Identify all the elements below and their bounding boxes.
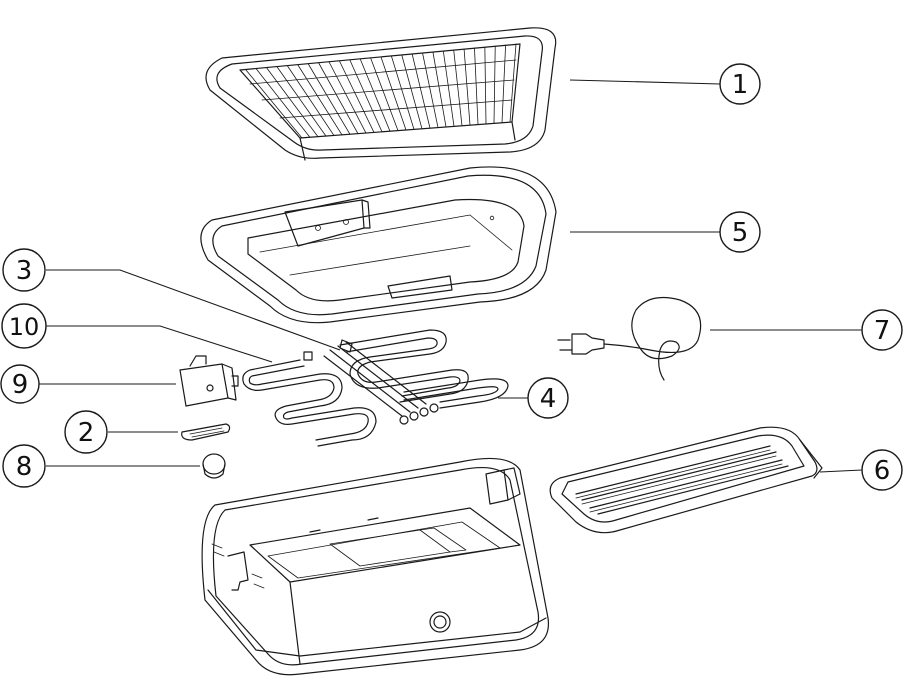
rack-wire <box>401 54 423 130</box>
leader-6 <box>819 469 863 473</box>
rack-wire <box>411 53 431 129</box>
callout-6: 6 <box>861 449 903 491</box>
callout-2: 2 <box>64 410 108 454</box>
rack-wire <box>276 66 327 137</box>
callout-5-label: 5 <box>732 218 749 248</box>
rack-wire <box>328 61 367 134</box>
part-thermostat <box>179 355 239 407</box>
part-crumb-tray <box>549 426 823 534</box>
rack-wire <box>442 50 455 127</box>
callout-7: 7 <box>861 309 903 351</box>
rack-wire <box>307 63 351 135</box>
rack-wire <box>266 67 319 138</box>
rack-crossbar <box>249 59 517 85</box>
leader-10 <box>46 325 273 363</box>
rack-wire <box>339 60 375 133</box>
rack-wire <box>287 65 335 136</box>
rack-wire <box>255 68 311 138</box>
part-base-housing <box>201 457 550 676</box>
part-drip-pan <box>200 166 557 324</box>
rack-wire <box>453 49 463 127</box>
callout-10: 10 <box>1 303 47 349</box>
callout-6-label: 6 <box>874 456 891 486</box>
callout-4: 4 <box>527 377 569 419</box>
leader-1 <box>569 79 721 85</box>
rack-wire <box>318 62 359 135</box>
callout-4-label: 4 <box>540 384 557 414</box>
rack-wire <box>422 52 439 128</box>
rack-wire <box>432 51 447 128</box>
callout-2-label: 2 <box>78 418 95 448</box>
rack-wire <box>297 64 343 136</box>
rack-crossbar <box>261 79 515 101</box>
callout-7-label: 7 <box>874 316 891 346</box>
callout-5: 5 <box>719 211 761 253</box>
rack-wire <box>501 44 507 124</box>
rack-wire <box>484 46 487 125</box>
rack-crossbar <box>279 99 513 119</box>
leader-3 <box>46 269 341 351</box>
part-heating-elements <box>242 329 509 447</box>
rack-wire <box>359 58 391 132</box>
callout-leaders <box>38 79 863 473</box>
callout-8-label: 8 <box>16 452 33 482</box>
rack-wire <box>349 59 383 133</box>
rack-wire <box>509 43 517 123</box>
callout-1: 1 <box>719 63 761 105</box>
rack-wire <box>463 48 471 126</box>
part-grill-rack <box>205 27 557 161</box>
rack-wire <box>390 55 415 130</box>
callout-10-label: 10 <box>9 313 40 341</box>
callout-3-label: 3 <box>16 256 33 286</box>
rack-wire <box>370 57 399 132</box>
callout-9-label: 9 <box>12 370 29 400</box>
rack-wire <box>474 47 479 125</box>
callout-9: 9 <box>0 364 40 404</box>
part-knob <box>202 453 226 479</box>
part-power-cord <box>557 297 702 381</box>
rack-wire <box>245 69 303 139</box>
callout-1-label: 1 <box>732 70 749 100</box>
rack-wire <box>380 56 407 131</box>
callout-3: 3 <box>2 248 46 292</box>
part-vent-grille <box>181 423 231 441</box>
callout-8: 8 <box>2 444 46 488</box>
rack-wire <box>493 45 496 124</box>
